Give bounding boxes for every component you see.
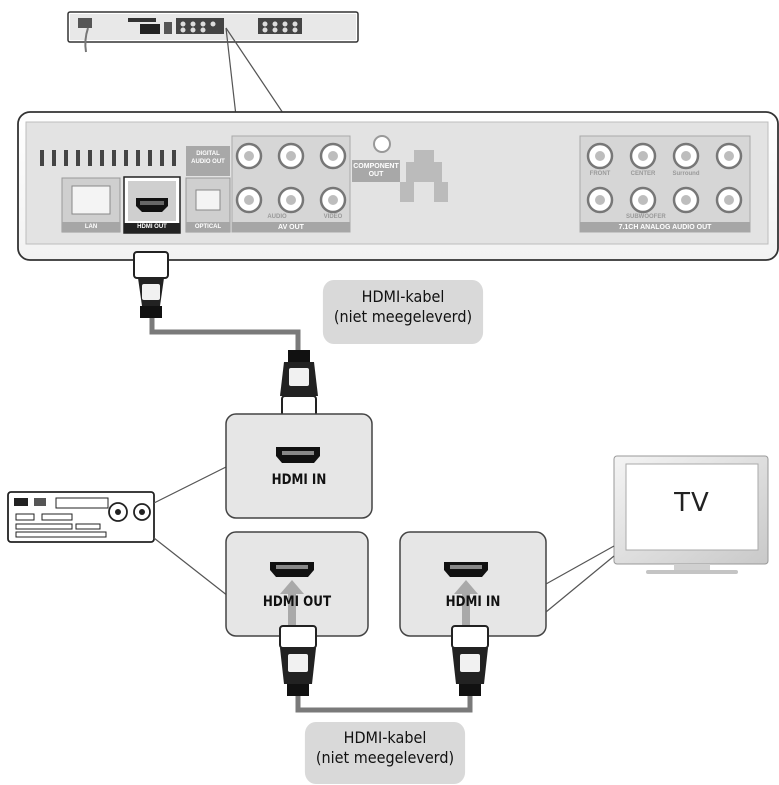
receiver-hdmi-out-panel [225,531,369,637]
lan-label: LAN [84,224,98,230]
rear-panel [17,111,779,261]
receiver-hdmi-in-panel [225,413,373,519]
cable-label-top-line2: (niet meegeleverd) [333,307,473,326]
tv-hdmi-in-label: HDMI IN [445,594,501,610]
component-out-line1: COMPONENT [353,163,399,170]
component-out-label: COMPONENT OUT [352,163,400,179]
cable-label-top-line1: HDMI-kabel [361,287,445,306]
optical-label: OPTICAL [194,224,222,230]
cable-label-bottom-line1: HDMI-kabel [343,728,427,747]
receiver-in-callout [153,465,229,504]
hdmi-cable-bottom [279,625,489,713]
av-receiver [7,491,155,543]
component-out-line2: OUT [368,171,384,178]
tv-hdmi-in-panel [399,531,547,637]
digital-audio-out-line2: AUDIO OUT [191,159,225,165]
av-out-label: AV OUT [278,224,304,231]
television [613,455,769,574]
bluray-player [67,11,359,53]
tv-callout-b [545,555,615,613]
receiver-hdmi-out-label: HDMI OUT [262,594,332,610]
subwoofer-label: SUBWOOFER [626,214,666,220]
tv-screen-text: TV [674,488,710,518]
audio-label: AUDIO [267,214,287,220]
hdmi-cable-top [133,251,318,417]
receiver-hdmi-in-label: HDMI IN [271,472,327,488]
surround-label: Surround [672,171,700,177]
digital-audio-out-line1: DIGITAL [196,151,220,157]
tv-callout-a [545,545,615,585]
center-label: CENTER [630,171,656,177]
front-label: FRONT [589,171,611,177]
cable-label-bottom: HDMI-kabel (niet meegeleverd) [304,722,466,784]
zoom-callout [225,27,286,117]
video-label: VIDEO [323,214,343,220]
hdmi-out-panel-label: HDMI OUT [137,224,167,230]
digital-audio-out-label: DIGITAL AUDIO OUT [186,150,230,166]
receiver-out-callout [153,537,229,597]
analog-audio-out-label: 7.1CH ANALOG AUDIO OUT [618,224,712,231]
cable-label-top: HDMI-kabel (niet meegeleverd) [322,280,484,344]
cable-label-bottom-line2: (niet meegeleverd) [315,748,455,767]
